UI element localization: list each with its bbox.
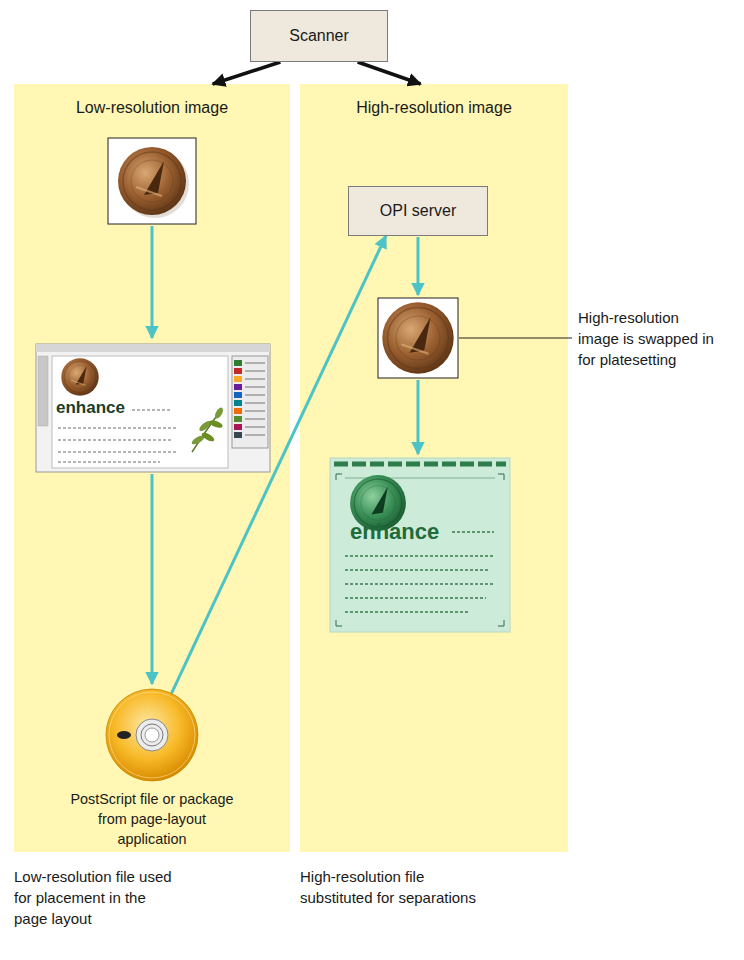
column-heading: Low-resolution image (14, 98, 290, 118)
separation-page (330, 458, 510, 632)
column-note: High-resolution file substituted for sep… (300, 866, 500, 908)
cd-hole (145, 728, 159, 742)
flow-connector (213, 62, 281, 84)
flow-arrow (151, 474, 154, 684)
column-band: PostScript file or package from page-lay… (14, 84, 290, 852)
cd-logo (117, 731, 131, 739)
server-box: OPI server (348, 186, 488, 236)
band-fills (14, 84, 568, 852)
flow-arrow (151, 226, 154, 338)
band-fill (300, 84, 568, 852)
file-caption: PostScript file or package from page-lay… (63, 789, 241, 849)
column-band: OPI server High-resolution image (300, 84, 568, 852)
leaf-sprig (190, 406, 224, 452)
band-fill (14, 84, 290, 852)
connectors (172, 62, 421, 693)
high-res-thumbnail (378, 298, 458, 378)
layout-screenshot (36, 344, 270, 472)
cd-disc: PostScript file or package from page-lay… (104, 687, 200, 783)
box-label: Scanner (289, 26, 349, 46)
callout-note: High-resolution image is swapped in for … (578, 307, 718, 370)
cd-face (106, 689, 198, 781)
box-label: OPI server (380, 201, 456, 221)
column-note: Low-resolution file used for placement i… (14, 866, 174, 929)
cd-outline (104, 687, 200, 783)
flow-connector (172, 236, 386, 693)
page-headline: enhance (56, 396, 125, 420)
cd-ring (109, 692, 195, 778)
flow-connector (358, 62, 421, 84)
cd-hub-ring (141, 724, 163, 746)
leader-line (459, 338, 572, 339)
flow-arrow (417, 380, 420, 454)
cd-hub (136, 719, 168, 751)
low-res-thumbnail (108, 138, 196, 224)
page-headline: enhance (350, 516, 439, 547)
flow-arrow (417, 237, 420, 295)
column-heading: High-resolution image (300, 98, 568, 118)
scanner-box: Scanner (250, 10, 388, 62)
